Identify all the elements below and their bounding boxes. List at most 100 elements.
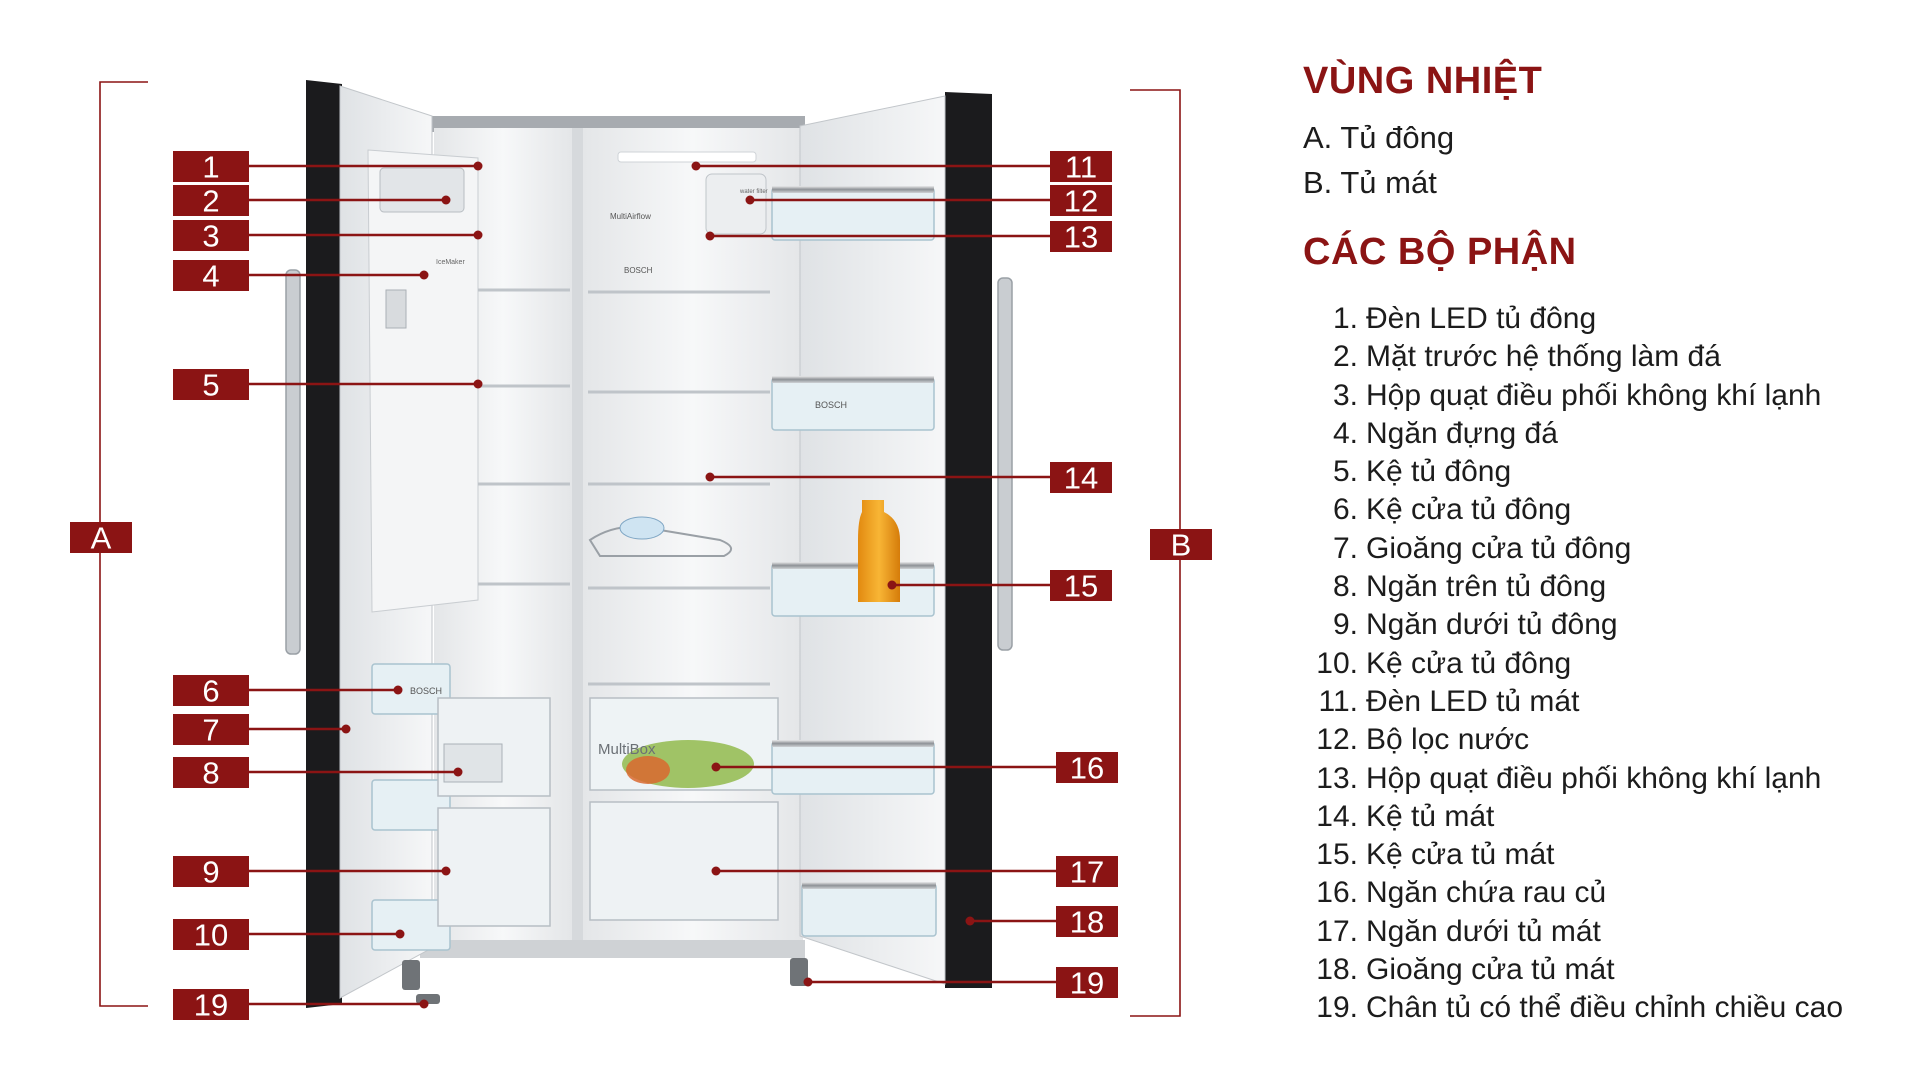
callout-18: 18 [965, 905, 1118, 940]
part-label: Gioăng cửa tủ mát [1366, 953, 1615, 987]
part-label: Mặt trước hệ thống làm đá [1366, 340, 1721, 374]
callout-3: 3 [173, 219, 483, 254]
callout-12-label: 12 [1064, 184, 1098, 219]
water-filter-housing [705, 173, 767, 235]
zone-callout-b: B [1150, 528, 1212, 563]
part-item: 1.Đèn LED tủ đông [1332, 302, 1597, 335]
callout-13: 13 [705, 220, 1112, 255]
callout-15: 15 [887, 569, 1112, 604]
callout-18-label: 18 [1070, 905, 1104, 940]
parts-list: 1.Đèn LED tủ đông 2.Mặt trước hệ thống l… [1303, 300, 1913, 1028]
part-item: 3.Hộp quạt điều phối không khí lạnh [1332, 378, 1822, 412]
zones-heading: VÙNG NHIỆT [1303, 60, 1543, 102]
callout-9: 9 [173, 855, 451, 890]
fridge-led-strip [617, 151, 757, 163]
callout-14: 14 [705, 461, 1112, 496]
ice-chute [385, 289, 407, 329]
right-door-handle [997, 277, 1013, 651]
part-label: Đèn LED tủ mát [1366, 684, 1580, 718]
callout-1-label: 1 [202, 150, 219, 185]
zone-item-b: B. Tủ mát [1303, 165, 1437, 200]
callout-6: 6 [173, 674, 403, 709]
part-item: 14.Kệ tủ mát [1316, 799, 1495, 833]
zone-callout-a-label: A [91, 521, 112, 556]
adjustable-feet [402, 958, 808, 1004]
part-item: 5.Kệ tủ đông [1332, 455, 1512, 489]
part-item: 19.Chân tủ có thể điều chỉnh chiều cao [1316, 991, 1843, 1025]
callout-14-label: 14 [1064, 461, 1098, 496]
part-item: 6.Kệ cửa tủ đông [1332, 493, 1572, 527]
callout-9-label: 9 [202, 855, 219, 890]
callout-15-label: 15 [1064, 569, 1098, 604]
callout-7-label: 7 [202, 713, 219, 748]
freezer-door-bins [371, 663, 451, 951]
legend-panel: VÙNG NHIỆT A. Tủ đông B. Tủ mát CÁC BỘ P… [1303, 60, 1913, 1028]
callout-12: 12 [745, 184, 1112, 219]
callout-10-label: 10 [194, 918, 228, 953]
ice-maker-front [379, 167, 465, 213]
callout-2: 2 [173, 184, 451, 219]
callout-19-right-label: 19 [1070, 966, 1104, 1001]
zone-item-a: A. Tủ đông [1303, 120, 1455, 155]
water-filter-label: water filter [739, 189, 768, 195]
freezer-drawer-panel [443, 743, 503, 783]
center-divider [572, 128, 583, 954]
juice-jug [858, 500, 900, 602]
callout-3-label: 3 [202, 219, 219, 254]
bottle-rack [588, 525, 732, 557]
part-item: 9.Ngăn dưới tủ đông [1332, 608, 1618, 642]
part-label: Ngăn đựng đá [1366, 416, 1558, 450]
part-item: 18.Gioăng cửa tủ mát [1316, 953, 1615, 987]
part-label: Đèn LED tủ đông [1366, 302, 1597, 335]
left-door-handle [285, 269, 301, 655]
part-label: Ngăn dưới tủ mát [1366, 914, 1601, 948]
tomatoes [626, 756, 670, 784]
door-bin-rails [772, 186, 936, 889]
callout-16-label: 16 [1070, 751, 1104, 786]
freezer-lower-drawer [437, 807, 551, 927]
callout-19-left-label: 19 [194, 988, 228, 1023]
right-door-shell [945, 92, 992, 988]
part-label: Kệ cửa tủ đông [1366, 646, 1572, 680]
part-label: Kệ tủ mát [1366, 799, 1495, 833]
left-door-shell [306, 80, 342, 1008]
callout-8: 8 [173, 756, 463, 791]
part-label: Hộp quạt điều phối không khí lạnh [1366, 761, 1822, 795]
freezer-shelves [478, 288, 570, 586]
icemaker-label: IceMaker [436, 259, 465, 266]
parts-heading: CÁC BỘ PHẬN [1303, 231, 1577, 273]
ice-maker-unit [367, 149, 479, 613]
multibox-label: MultiBox [598, 741, 656, 758]
callout-4: 4 [173, 259, 429, 294]
callout-4-label: 4 [202, 259, 219, 294]
shelf-bin-brand: BOSCH [815, 400, 847, 410]
part-item: 16.Ngăn chứa rau củ [1316, 876, 1607, 910]
part-label: Ngăn chứa rau củ [1366, 876, 1607, 910]
part-label: Hộp quạt điều phối không khí lạnh [1366, 378, 1822, 412]
part-label: Kệ tủ đông [1366, 455, 1512, 489]
part-item: 17.Ngăn dưới tủ mát [1316, 914, 1601, 948]
part-item: 15.Kệ cửa tủ mát [1316, 838, 1555, 872]
callout-6-label: 6 [202, 674, 219, 709]
refrigerator-illustration: IceMaker BOSCH MultiAirflow BOSCH water … [285, 80, 1013, 1008]
zone-callout-a: A [70, 521, 132, 556]
cabinet-brand: BOSCH [624, 266, 653, 275]
callout-1: 1 [173, 150, 483, 185]
zone-list: A. Tủ đông B. Tủ mát [1303, 115, 1913, 205]
part-label: Ngăn dưới tủ đông [1366, 608, 1618, 642]
part-label: Gioăng cửa tủ đông [1366, 531, 1632, 565]
callout-7: 7 [173, 713, 351, 748]
callout-5-label: 5 [202, 368, 219, 403]
cabinet-bottom [420, 940, 805, 958]
callout-11-label: 11 [1065, 150, 1097, 185]
fridge-shelves [588, 290, 770, 686]
callout-17-label: 17 [1070, 855, 1104, 890]
water-bottle [619, 516, 665, 540]
part-item: 13.Hộp quạt điều phối không khí lạnh [1316, 761, 1822, 795]
part-label: Ngăn trên tủ đông [1366, 570, 1607, 604]
callout-13-label: 13 [1064, 220, 1098, 255]
part-item: 2.Mặt trước hệ thống làm đá [1332, 340, 1721, 374]
callout-2-label: 2 [202, 184, 219, 219]
callout-19-right: 19 [803, 966, 1118, 1001]
part-item: 8.Ngăn trên tủ đông [1332, 570, 1607, 604]
